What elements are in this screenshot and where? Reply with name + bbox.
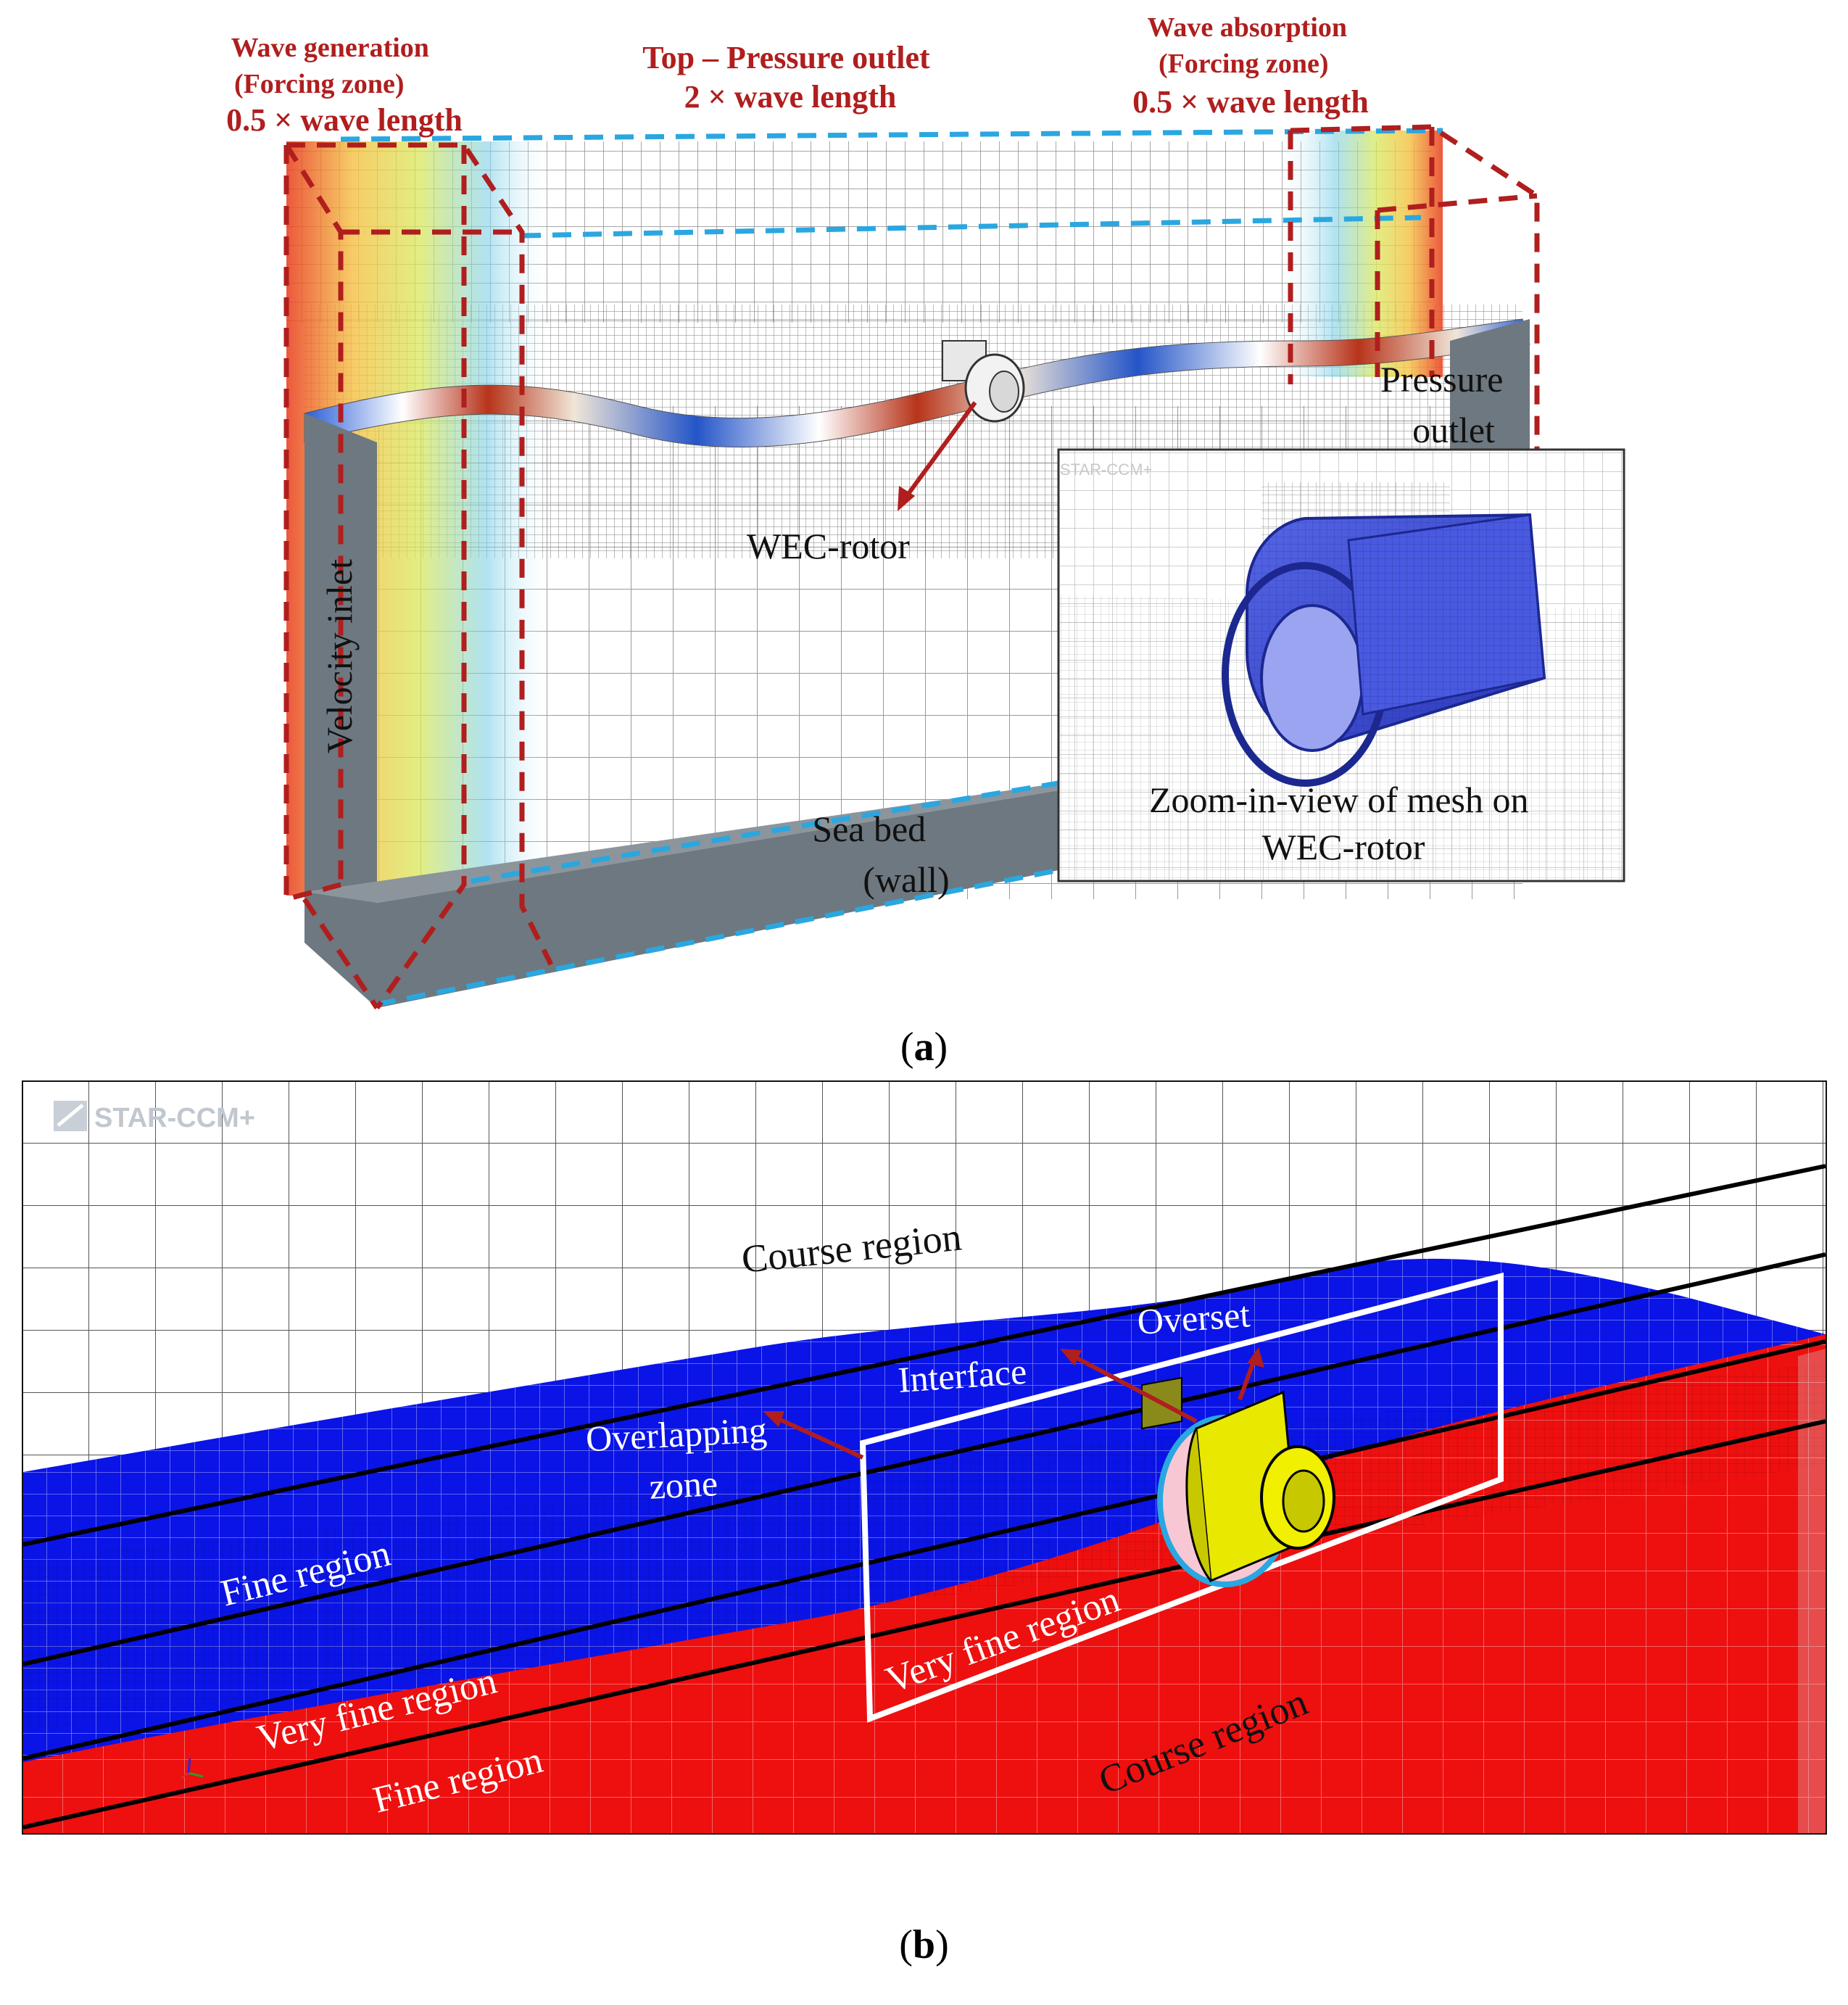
pressure-outlet-line1: Pressure [1380,359,1503,400]
overlapping-line1: Overlapping [585,1409,768,1459]
region-separators [22,1164,1826,1830]
sea-bed-line1: Sea bed [812,809,926,849]
svg-text:Sea bed (wall): Sea bed (wall) [812,809,949,900]
wave-generation-line3: 0.5 × wave length [226,102,463,138]
caption-a-letter: a [913,1025,935,1070]
pressure-outlet-wall [1450,319,1530,464]
overlapping-line2: zone [648,1463,718,1507]
svg-text:Top – Pressure outlet 2 ×: Top – Pressure outlet 2 × wave length [642,40,937,115]
wec-rotor-yellow [1141,1376,1335,1583]
interface-label: Interface [897,1351,1028,1400]
caption-b-letter: b [912,1922,936,1967]
pressure-outlet-line2: outlet [1412,410,1495,450]
top-outlet-line1: Top – Pressure outlet [642,40,930,75]
svg-text:Pressure outlet: Pressure outlet [1380,359,1512,450]
domain-boundary-dashed [340,128,1443,1007]
overset-label: Overset [1136,1294,1251,1342]
velocity-inlet-label: Velocity inlet [319,559,360,753]
svg-text:Wave generation (Forcing z: Wave generation (Forcing zone) 0.5 × wav… [226,33,463,138]
annotation-arrows [763,1347,1264,1460]
overlapping-zone-box [859,1272,1504,1723]
wec-rotor-small [942,340,1025,423]
top-outlet-line2: 2 × wave length [684,79,897,115]
caption-b: (b) [899,1922,949,1967]
panel-b-figure: STAR-CCM+ Course region Overset Interfac… [22,1080,1827,1835]
inset-watermark: STAR-CCM+ [1060,460,1152,479]
axis-triad-icon [181,1758,204,1779]
wec-rotor-label: WEC-rotor [747,526,910,566]
star-ccm-logo: STAR-CCM+ [54,1101,255,1133]
svg-text:Zoom-in-view of mesh on WE: Zoom-in-view of mesh on WEC-rotor [1149,780,1538,867]
wave-absorption-line1: Wave absorption [1147,12,1347,43]
forcing-zone-dashed [283,124,1540,1010]
sea-bed-line2: (wall) [863,859,949,900]
zoom-caption-line2: WEC-rotor [1262,827,1425,867]
zoom-caption-line1: Zoom-in-view of mesh on [1149,780,1529,820]
svg-text:Overlapping zone: Overlapping zone [585,1409,780,1510]
zoom-inset [1057,448,1625,882]
wave-absorption-line2: (Forcing zone) [1159,49,1329,79]
wave-generation-line2: (Forcing zone) [234,69,405,99]
panel-a-figure: Wave generation (Forcing zone) 0.5 × wav… [226,12,1625,1010]
wave-absorption-line3: 0.5 × wave length [1132,84,1369,120]
svg-text:Wave absorption (Forcing z: Wave absorption (Forcing zone) 0.5 × wav… [1132,12,1369,120]
caption-a: (a) [900,1025,948,1070]
star-ccm-logo-text: STAR-CCM+ [94,1103,255,1133]
wave-generation-line1: Wave generation [231,33,429,63]
domain-right-face [1798,1349,1826,1833]
wec-rotor-arrow [898,401,977,511]
